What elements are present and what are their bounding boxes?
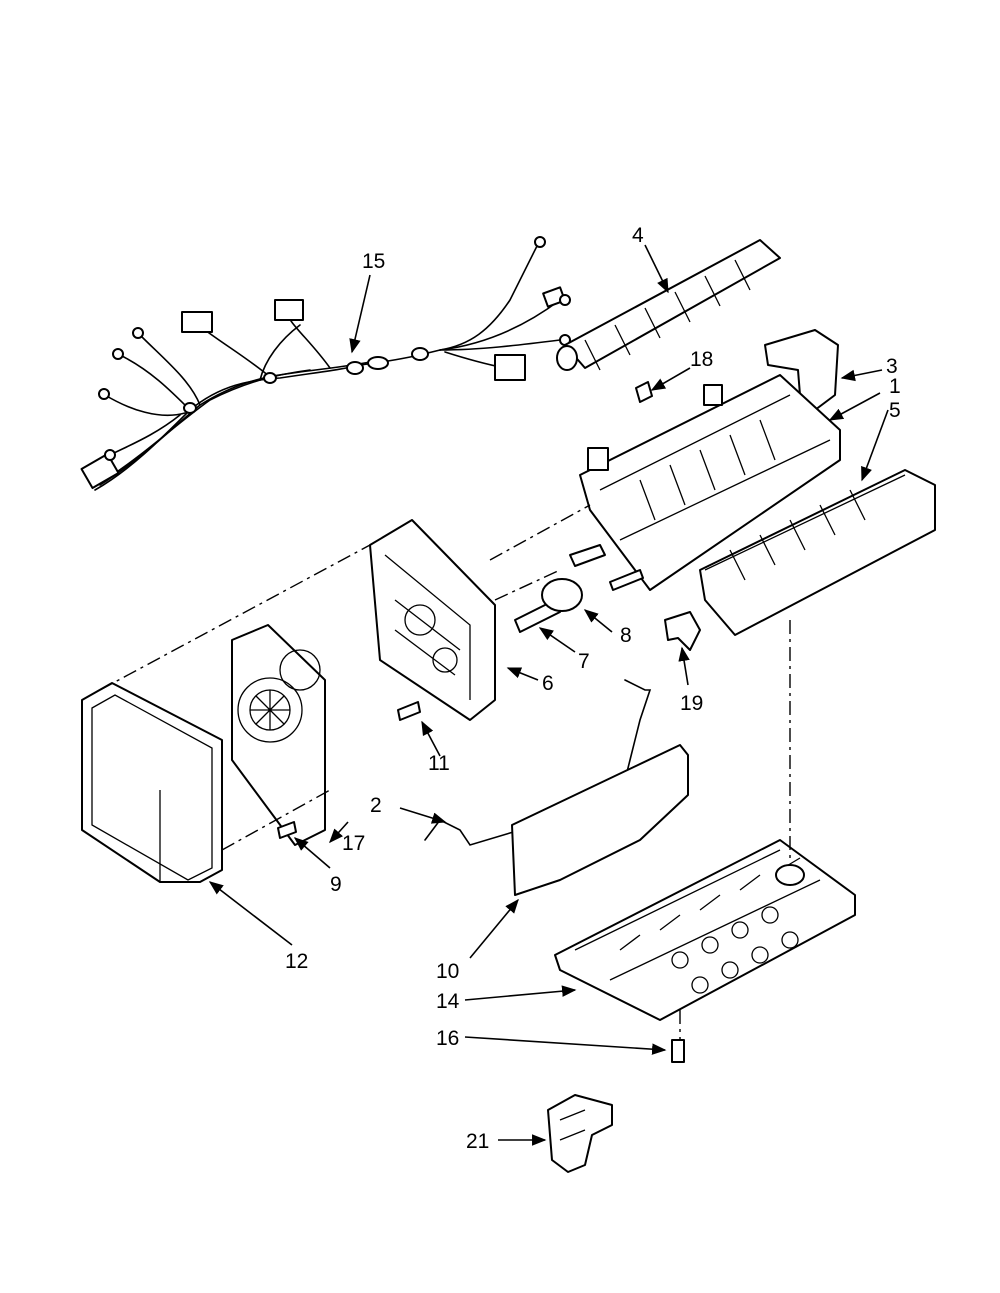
callout-5: 5 xyxy=(889,399,901,422)
callout-3: 3 xyxy=(886,355,898,378)
callout-7: 7 xyxy=(578,650,590,673)
switch-assembly xyxy=(547,1094,613,1173)
leader-lines xyxy=(208,244,889,1146)
clip xyxy=(664,611,701,651)
callout-11: 11 xyxy=(428,752,450,775)
bottom-frame xyxy=(554,839,856,1021)
screw-18 xyxy=(635,381,653,403)
screw-11 xyxy=(397,701,421,721)
callout-6: 6 xyxy=(542,672,554,695)
callout-4: 4 xyxy=(632,224,644,247)
motor-plate xyxy=(231,624,326,846)
shield-plate xyxy=(511,744,689,896)
callout-8: 8 xyxy=(620,624,632,647)
alignment-lines xyxy=(99,504,791,1040)
callout-21: 21 xyxy=(466,1130,489,1153)
ice-mold xyxy=(579,374,841,591)
callout-15: 15 xyxy=(362,250,385,273)
callout-10: 10 xyxy=(436,960,459,983)
callout-17: 17 xyxy=(342,832,365,855)
screw-16 xyxy=(671,1039,685,1063)
screw-9 xyxy=(277,821,297,839)
drive-coupler xyxy=(514,544,644,633)
callout-18: 18 xyxy=(690,348,713,371)
ejector-blade xyxy=(556,239,781,371)
wiring-harness xyxy=(80,236,571,491)
callout-2: 2 xyxy=(370,794,382,817)
module-housing xyxy=(369,519,496,721)
front-cover xyxy=(81,682,223,883)
callout-1: 1 xyxy=(889,375,901,398)
callout-labels: 15 4 18 3 1 5 8 7 6 19 11 2 17 9 12 10 1… xyxy=(285,224,901,1153)
callout-9: 9 xyxy=(330,873,342,896)
stripper xyxy=(699,469,936,636)
callout-12: 12 xyxy=(285,950,308,973)
callout-16: 16 xyxy=(436,1027,459,1050)
callout-14: 14 xyxy=(436,990,460,1013)
callout-19: 19 xyxy=(680,692,703,715)
